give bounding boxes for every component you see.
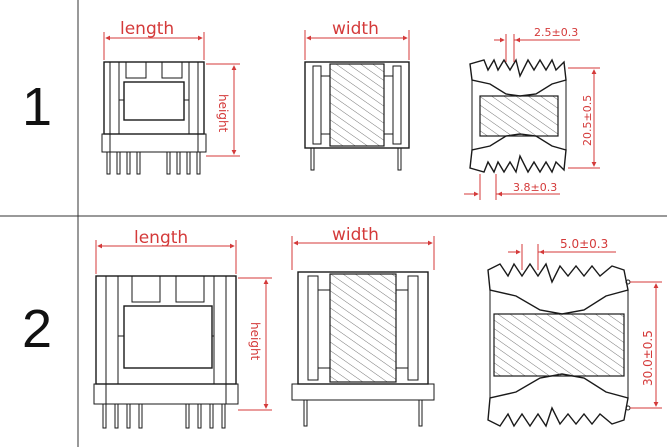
row2-width-label: width <box>332 225 379 245</box>
row-number-1: 1 <box>22 77 53 137</box>
row1-length-label: length <box>120 19 174 39</box>
row2-top-view: 5.0±0.3 30.0±0.5 <box>487 237 662 428</box>
row2-side-view: width <box>291 225 435 427</box>
row2-length-label: length <box>134 228 188 248</box>
row1-side-view: width <box>304 19 410 171</box>
row-number-2: 2 <box>22 299 53 359</box>
row1-front-view: length height <box>101 19 240 175</box>
row1-top-view: 2.5±0.3 20.5±0.5 3.8±0.3 <box>464 26 600 200</box>
row1-offset-dim: 3.8±0.3 <box>513 181 557 194</box>
row1-width-label: width <box>332 19 379 39</box>
row2-span-dim: 30.0±0.5 <box>641 330 655 386</box>
row1-pitch-dim: 2.5±0.3 <box>534 26 578 39</box>
row2-pitch-dim: 5.0±0.3 <box>560 237 608 251</box>
row2-height-label: height <box>248 322 262 361</box>
row1-height-label: height <box>216 94 230 133</box>
row1-span-dim: 20.5±0.5 <box>581 95 594 146</box>
row2-front-view: length height <box>93 228 272 429</box>
